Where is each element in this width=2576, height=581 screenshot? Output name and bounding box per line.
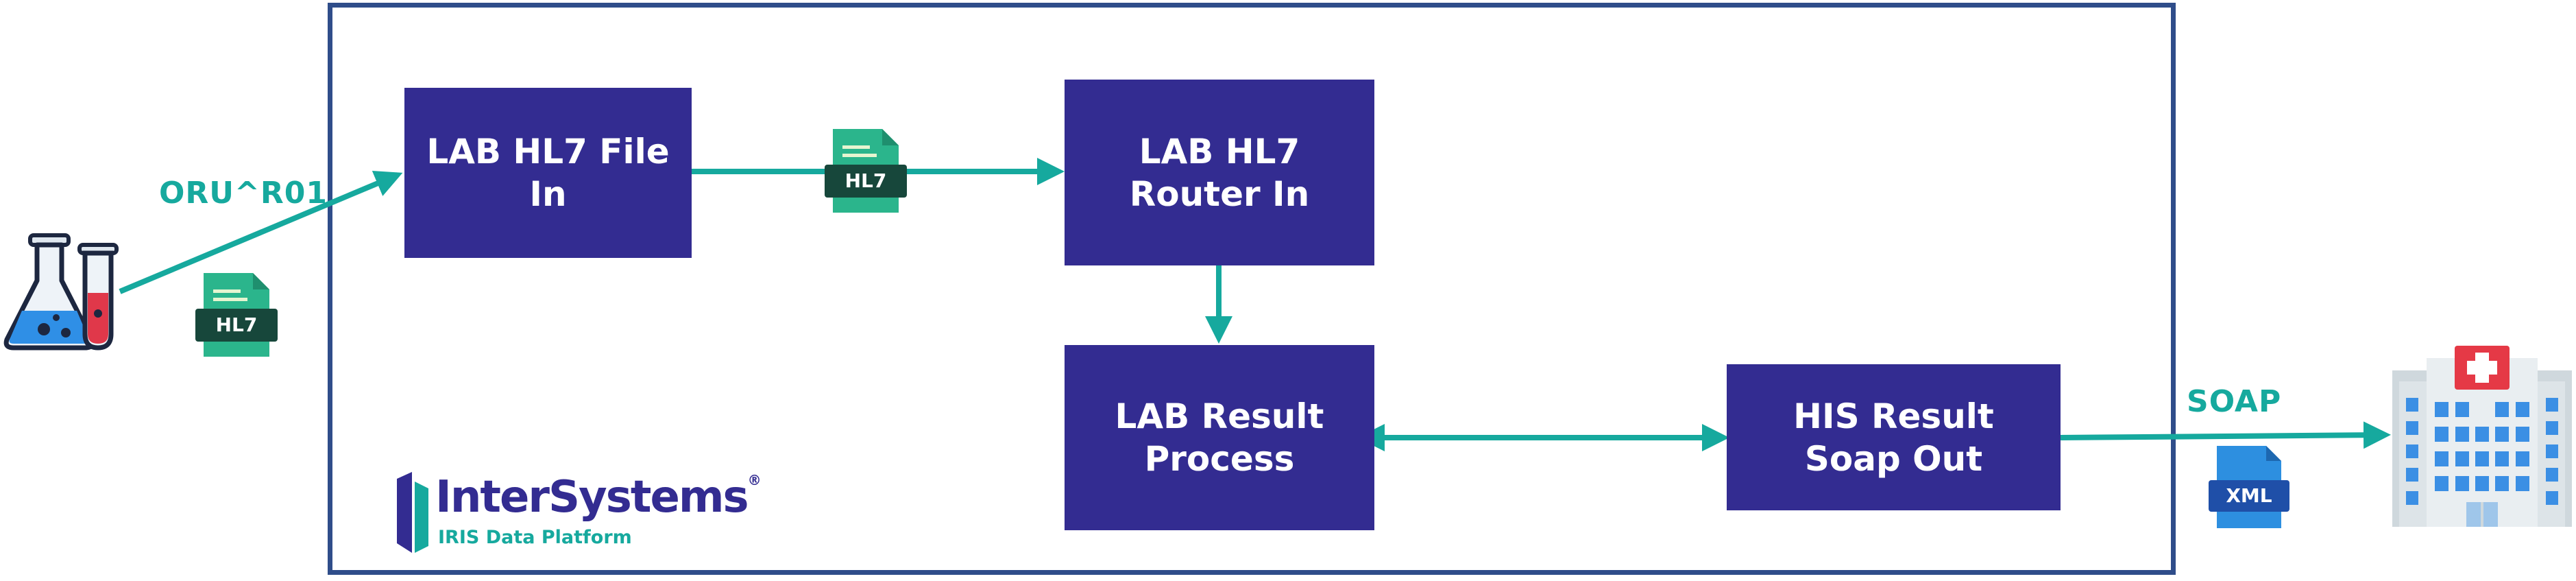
- logo-product: IRIS Data Platform: [438, 527, 632, 548]
- logo-registered: ®: [747, 472, 762, 488]
- xml-badge-text: XML: [2226, 484, 2272, 507]
- label-soap: SOAP: [2187, 384, 2282, 419]
- arrow-lab-to-file-in: [119, 170, 403, 294]
- hospital-icon: [2392, 343, 2572, 527]
- intersystems-logo: InterSystems® IRIS Data Platform: [394, 472, 762, 554]
- lab-flask-icon: [1, 230, 119, 353]
- hl7-document-icon: HL7: [195, 273, 278, 357]
- node-label: LAB HL7 Router In: [1129, 131, 1310, 214]
- logo-wordmark: InterSystems®: [435, 472, 762, 523]
- intersystems-mark-icon: [397, 472, 428, 553]
- arrow-soap-out-to-his: [2060, 421, 2391, 449]
- label-oru-r01: ORU^R01: [159, 176, 328, 211]
- xml-document-icon: XML: [2209, 446, 2289, 528]
- hl7-badge-text: HL7: [845, 169, 887, 192]
- node-label: LAB HL7 File In: [426, 132, 670, 214]
- node-lab-hl7-file-in[interactable]: LAB HL7 File In: [404, 88, 692, 258]
- hl7-badge-text: HL7: [215, 313, 258, 336]
- node-label: HIS Result Soap Out: [1793, 396, 1994, 479]
- logo-brand: InterSystems: [435, 472, 749, 523]
- node-his-result-soap-out[interactable]: HIS Result Soap Out: [1727, 364, 2061, 510]
- node-label: LAB Result Process: [1115, 396, 1324, 479]
- node-lab-hl7-router-in[interactable]: LAB HL7 Router In: [1065, 80, 1374, 265]
- node-lab-result-process[interactable]: LAB Result Process: [1065, 345, 1374, 530]
- hl7-document-icon: HL7: [825, 129, 907, 213]
- iris-platform-frame: [328, 3, 2176, 575]
